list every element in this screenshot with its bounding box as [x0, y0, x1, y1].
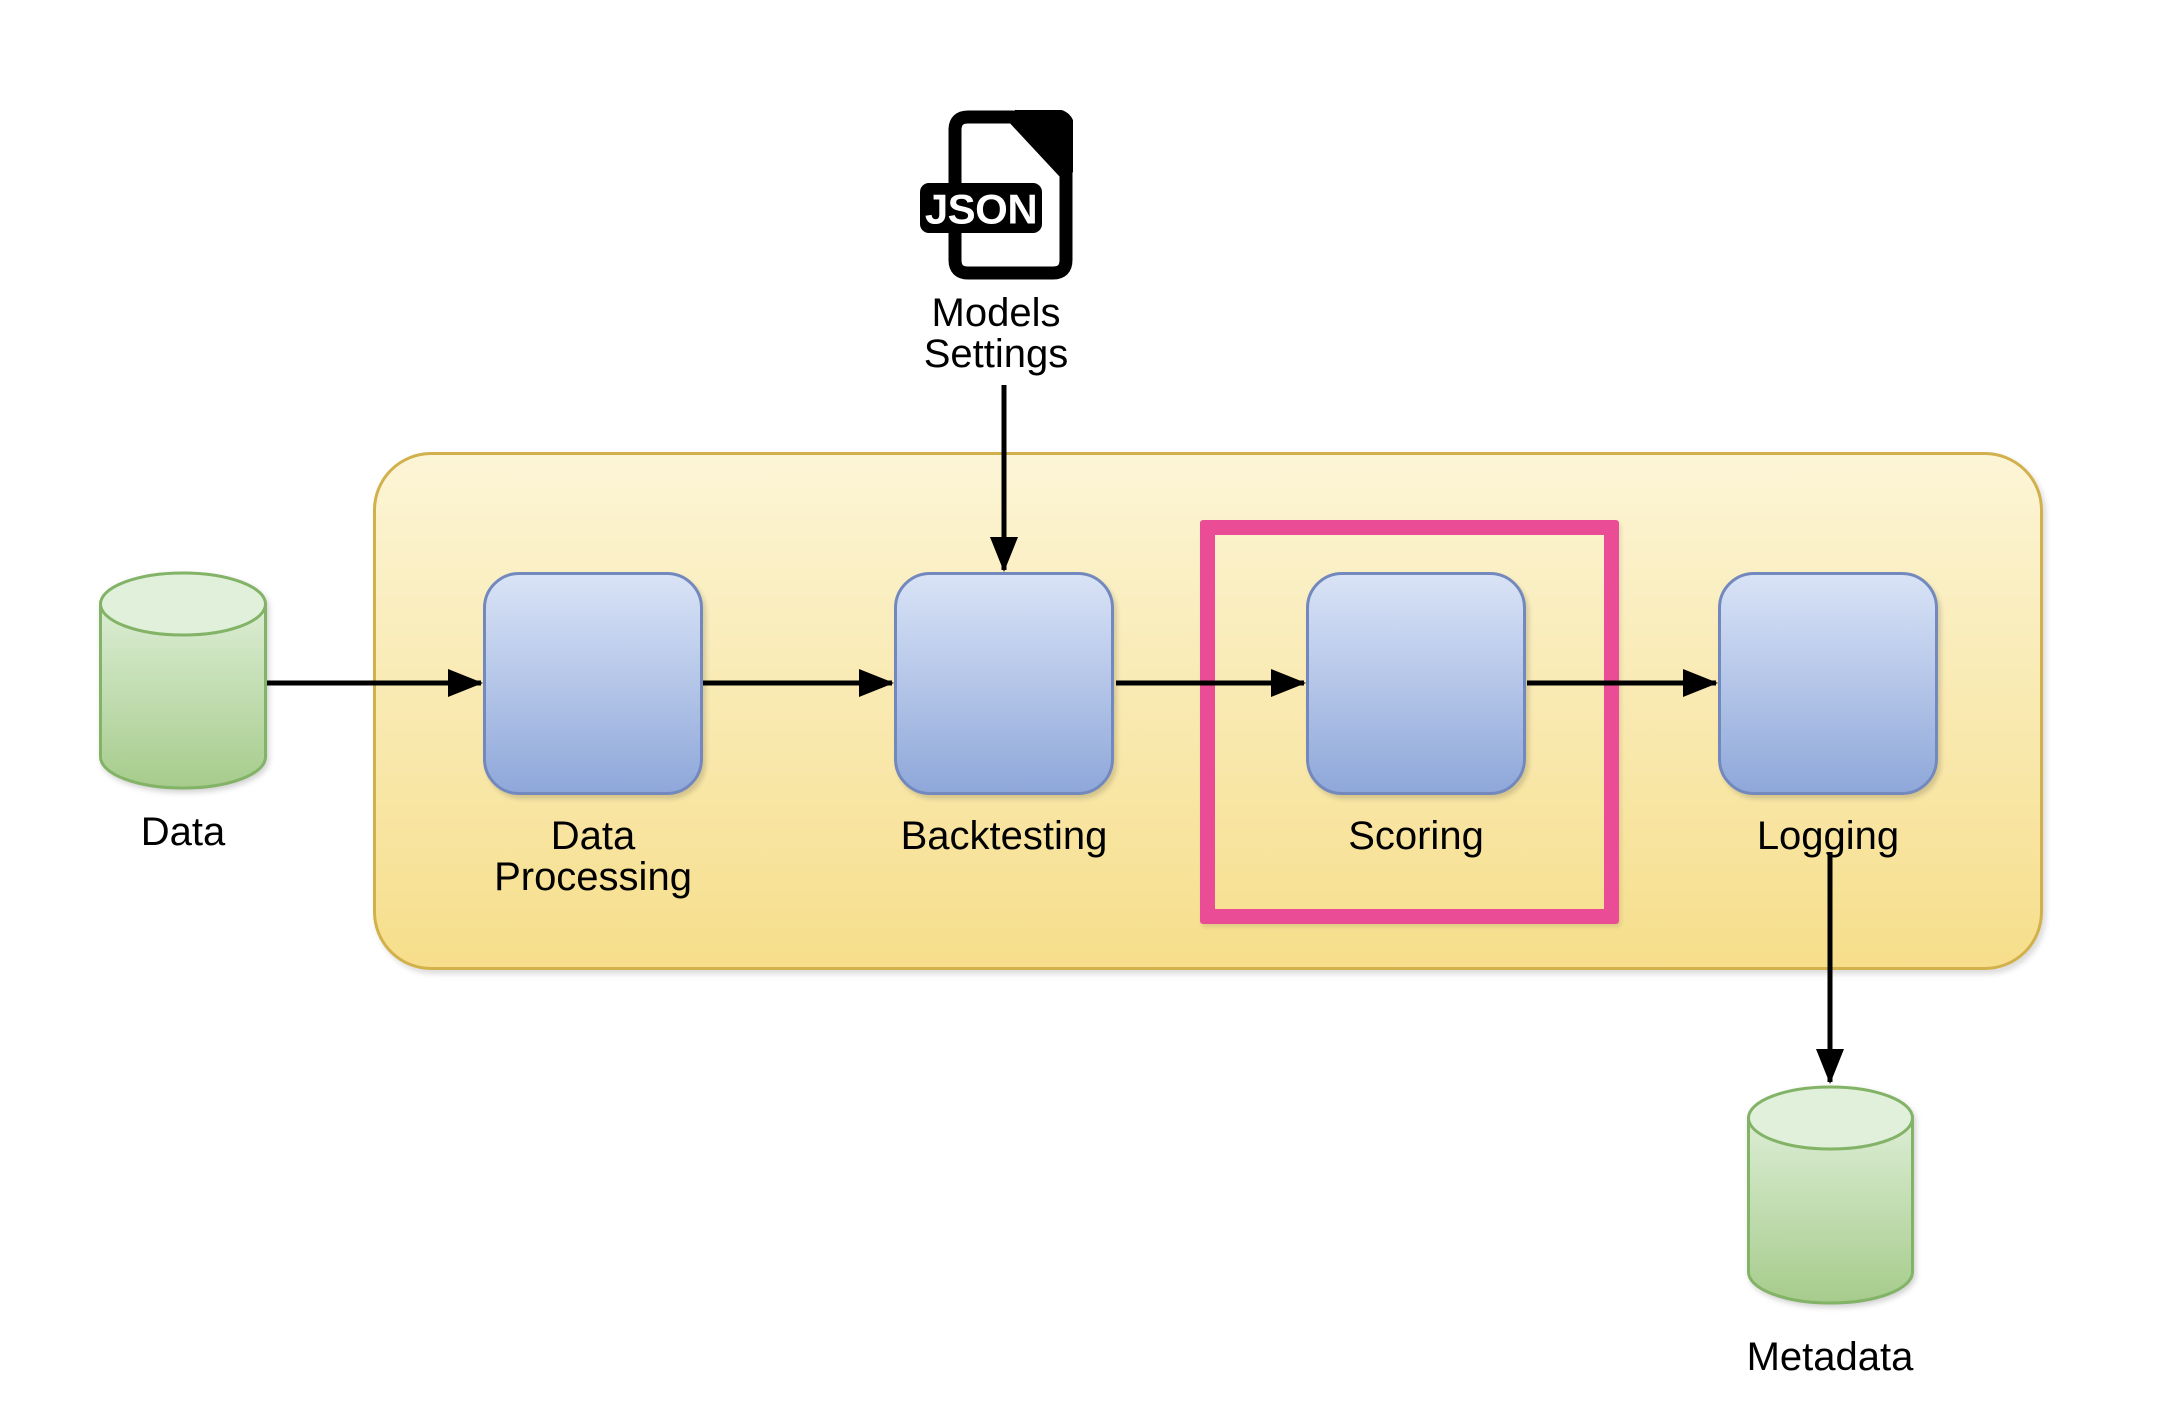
data-processing-label: Data Processing: [413, 816, 773, 898]
metadata-store-label: Metadata: [1746, 1335, 1914, 1379]
node-logging: [1718, 572, 1938, 795]
logging-label: Logging: [1756, 814, 1900, 858]
folded-corner: [1014, 110, 1073, 173]
scoring-label: Scoring: [1348, 814, 1484, 858]
models-settings-line1: Models: [931, 291, 1061, 335]
data-processing-line2: Processing: [494, 855, 692, 899]
data-store-label: Data: [140, 810, 226, 854]
models-settings-label: Models Settings: [846, 293, 1146, 375]
metadata-store-cylinder: [1747, 1085, 1914, 1305]
data-store-cylinder: [99, 571, 267, 790]
node-data-processing: [483, 572, 703, 795]
models-settings-line2: Settings: [923, 332, 1069, 376]
scoring-highlight-rect: [1200, 520, 1619, 924]
data-processing-line1: Data: [550, 814, 636, 858]
json-badge-text: JSON: [925, 186, 1037, 233]
node-scoring: [1306, 572, 1526, 795]
backtesting-label: Backtesting: [900, 814, 1108, 858]
json-file-icon: JSON: [920, 110, 1073, 280]
node-backtesting: [894, 572, 1114, 795]
json-badge: [920, 183, 1042, 233]
